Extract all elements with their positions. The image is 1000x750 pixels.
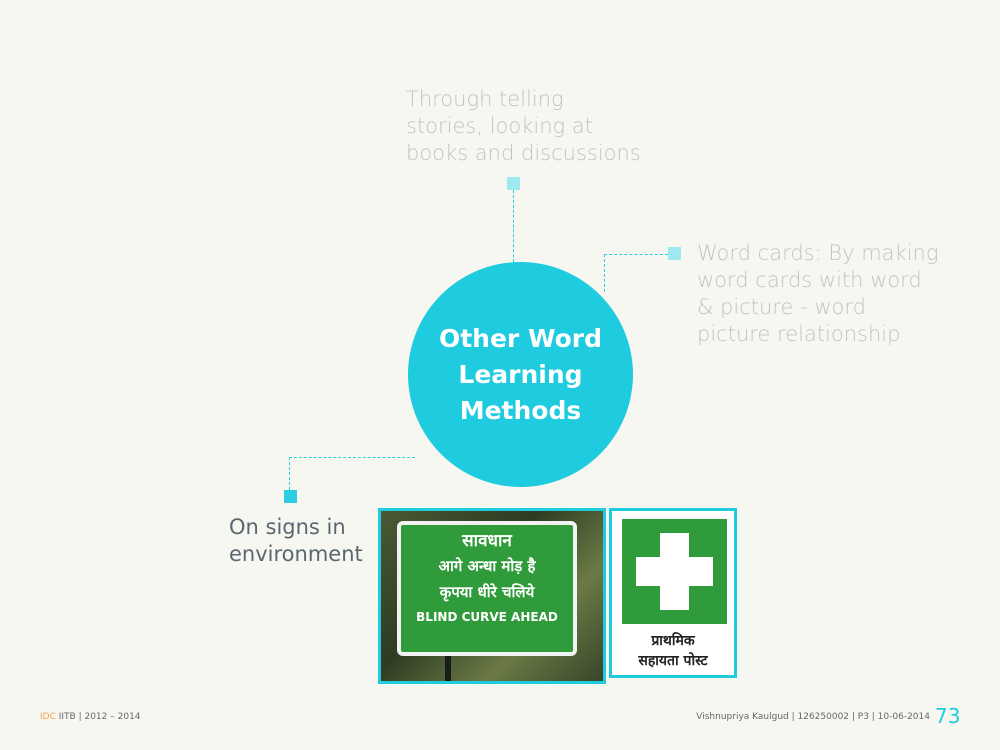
footer-left: IDC IITB | 2012 – 2014: [40, 712, 141, 722]
first-aid-green-panel: [622, 519, 727, 624]
center-circle: Other Word Learning Methods: [408, 262, 633, 487]
first-aid-cross-icon: [636, 533, 713, 610]
road-sign-line-2: आगे अन्धा मोड़ है: [438, 557, 536, 575]
road-sign-line-1: सावधान: [462, 531, 512, 551]
branch-left-marker: [284, 490, 297, 503]
center-title: Other Word Learning Methods: [438, 323, 603, 425]
page-number: 73: [935, 704, 961, 728]
road-sign-line-4: BLIND CURVE AHEAD: [416, 610, 558, 624]
branch-top-text: Through telling stories, looking at book…: [406, 87, 641, 165]
branch-right-connector-vertical: [604, 254, 605, 292]
footer-org: IDC: [40, 712, 56, 722]
branch-left-text: On signs in environment: [229, 515, 363, 566]
road-sign-board: सावधान आगे अन्धा मोड़ है कृपया धीरे चलिय…: [397, 521, 577, 656]
first-aid-line-2: सहायता पोस्ट: [638, 653, 708, 669]
branch-top-connector: [513, 190, 514, 262]
footer-right-text: Vishnupriya Kaulgud | 126250002 | P3 | 1…: [696, 712, 930, 722]
road-sign-line-3: कृपया धीरे चलिये: [439, 583, 535, 601]
branch-right-marker: [668, 247, 681, 260]
footer-left-text: IITB | 2012 – 2014: [58, 712, 141, 722]
branch-top-marker: [507, 177, 520, 190]
branch-left-connector-vertical: [289, 457, 290, 490]
first-aid-line-1: प्राथमिक: [651, 633, 695, 649]
road-sign-photo: सावधान आगे अन्धा मोड़ है कृपया धीरे चलिय…: [378, 508, 606, 684]
branch-left-connector-horizontal: [289, 457, 415, 458]
first-aid-sign: प्राथमिक सहायता पोस्ट: [609, 508, 737, 678]
branch-right-connector-horizontal: [604, 254, 668, 255]
branch-right-text: Word cards: By making word cards with wo…: [697, 241, 939, 346]
sign-post: [445, 656, 451, 681]
